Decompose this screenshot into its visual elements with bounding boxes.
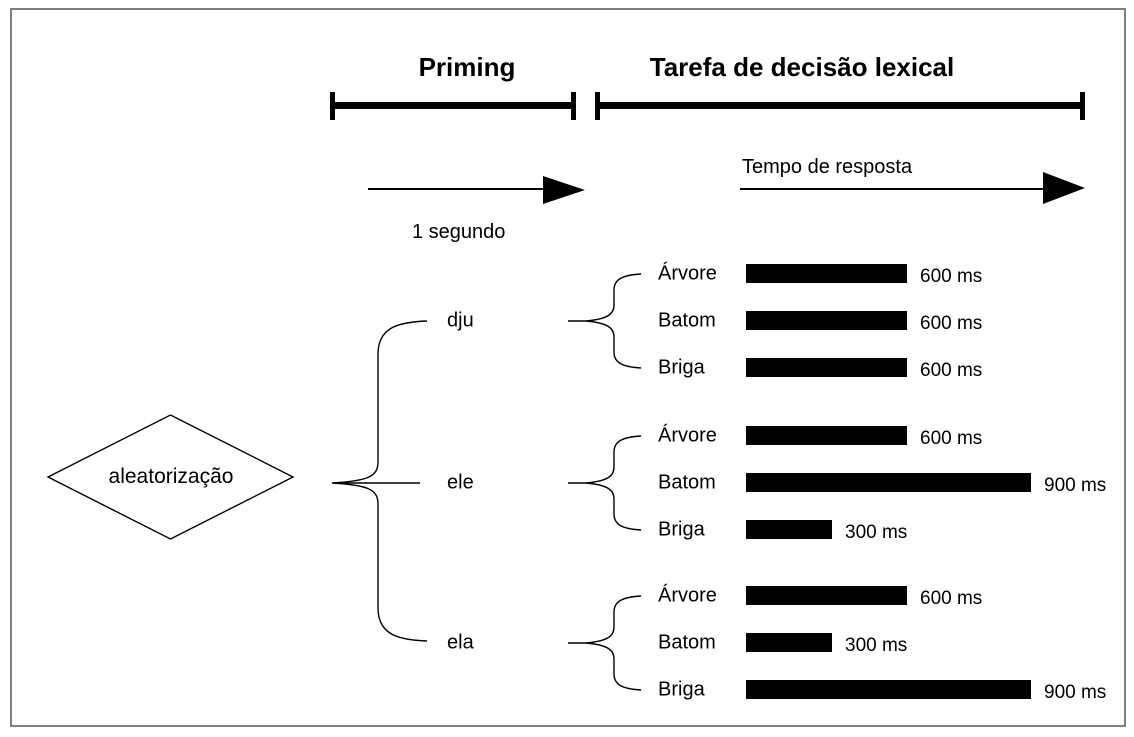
duration-label: 600 ms bbox=[920, 313, 983, 334]
target-word: Árvore bbox=[658, 584, 717, 607]
target-word: Árvore bbox=[658, 424, 717, 447]
response-time-label: Tempo de resposta bbox=[742, 156, 913, 178]
duration-label: 300 ms bbox=[845, 635, 908, 656]
target-word: Batom bbox=[658, 471, 716, 494]
duration-label: 600 ms bbox=[920, 360, 983, 381]
prime-label-ele: ele bbox=[447, 471, 474, 494]
target-word: Briga bbox=[658, 678, 705, 701]
phase-bracket-lexical-right-tick bbox=[1080, 92, 1085, 120]
duration-label: 600 ms bbox=[920, 428, 983, 449]
duration-bar bbox=[746, 633, 832, 652]
priming-arrow-head-icon bbox=[543, 176, 585, 204]
phase-bracket-lexical-left-tick bbox=[595, 92, 600, 120]
duration-label: 300 ms bbox=[845, 522, 908, 543]
duration-label: 900 ms bbox=[1044, 682, 1107, 703]
duration-bar bbox=[746, 473, 1031, 492]
phase-bracket-lexical bbox=[597, 102, 1085, 109]
duration-label: 900 ms bbox=[1044, 475, 1107, 496]
duration-bar bbox=[746, 264, 907, 283]
duration-bar bbox=[746, 311, 907, 330]
prime-label-dju: dju bbox=[447, 309, 474, 332]
phase-title-priming: Priming bbox=[418, 52, 516, 82]
target-word: Briga bbox=[658, 356, 705, 379]
target-word: Batom bbox=[658, 309, 716, 332]
duration-label: 600 ms bbox=[920, 588, 983, 609]
response-arrow-head-icon bbox=[1043, 172, 1085, 204]
target-word: Briga bbox=[658, 518, 705, 541]
target-word: Árvore bbox=[658, 262, 717, 285]
priming-arrow-line bbox=[368, 188, 545, 190]
phase-bracket-priming-right-tick bbox=[571, 92, 576, 120]
duration-bar bbox=[746, 586, 907, 605]
phase-bracket-priming-left-tick bbox=[330, 92, 335, 120]
phase-title-lexical-decision: Tarefa de decisão lexical bbox=[649, 52, 955, 82]
target-word: Batom bbox=[658, 631, 716, 654]
duration-label: 600 ms bbox=[920, 266, 983, 287]
phase-bracket-priming bbox=[332, 102, 576, 109]
duration-bar bbox=[746, 520, 832, 539]
duration-bar bbox=[746, 358, 907, 377]
priming-duration-label: 1 segundo bbox=[412, 221, 506, 243]
figure-frame-border bbox=[10, 8, 1126, 727]
duration-bar bbox=[746, 426, 907, 445]
response-arrow-line bbox=[740, 188, 1046, 190]
duration-bar bbox=[746, 680, 1031, 699]
prime-label-ela: ela bbox=[447, 631, 474, 654]
randomization-label: aleatorização bbox=[108, 465, 234, 488]
